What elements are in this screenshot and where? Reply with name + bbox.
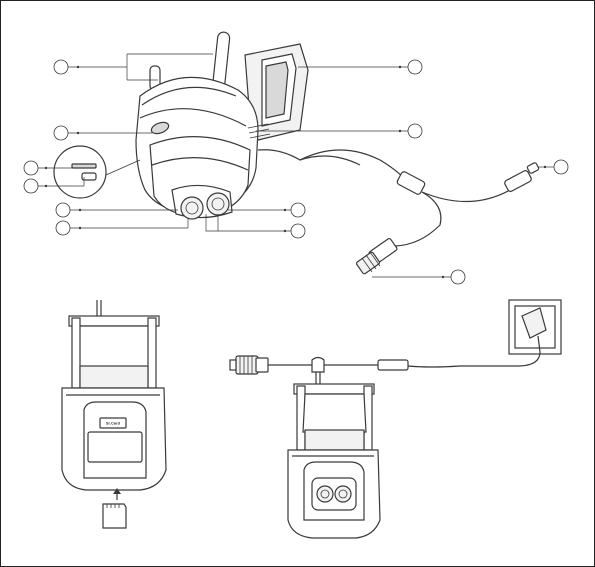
callout-8	[56, 203, 178, 217]
callout-12	[372, 270, 465, 284]
sd-card-slot-label: Sr.Card	[106, 421, 121, 426]
sd-card	[103, 488, 126, 528]
callout-6	[538, 160, 568, 174]
camera-power-view	[230, 300, 561, 538]
power-adapter	[509, 300, 561, 354]
callout-10	[56, 218, 188, 235]
callout-9	[228, 203, 305, 217]
callout-1	[54, 54, 213, 80]
callout-11	[206, 214, 305, 238]
waterproof-plug	[230, 356, 268, 374]
callout-2	[298, 60, 422, 74]
sd-slot-inset	[54, 146, 140, 198]
camera-sd-insert-view: Sr.Card	[62, 300, 166, 528]
waterproof-connector	[356, 238, 398, 275]
